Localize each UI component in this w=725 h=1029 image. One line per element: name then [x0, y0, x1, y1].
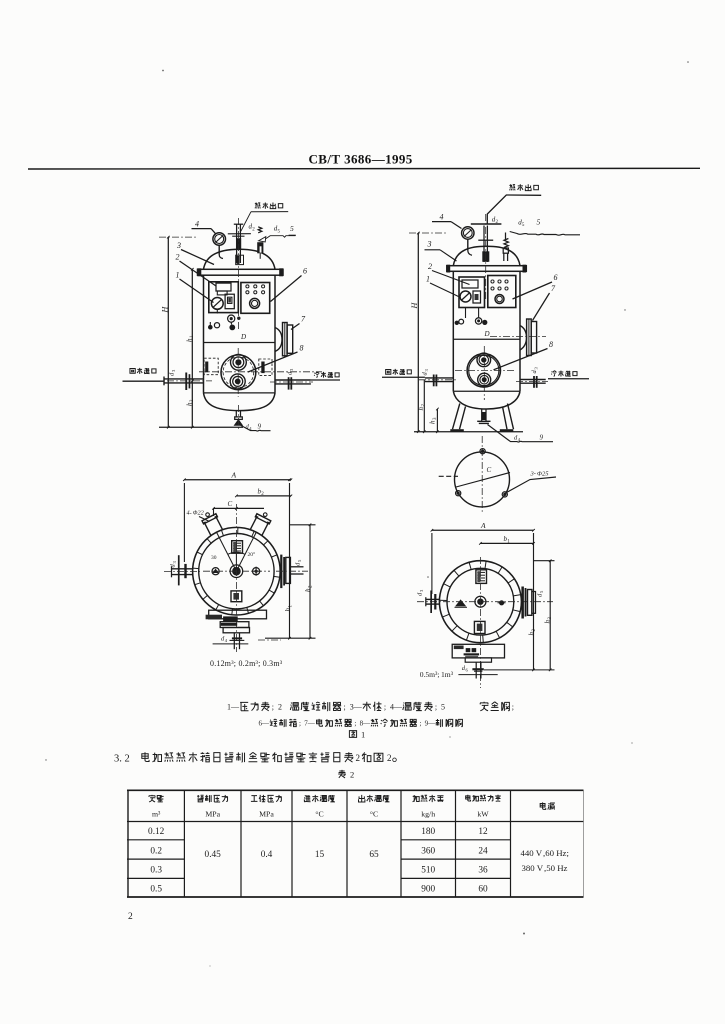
svg-text:510: 510 [421, 866, 435, 876]
svg-text:15: 15 [315, 850, 325, 860]
svg-text:;: ; [512, 703, 514, 712]
svg-text:4: 4 [440, 213, 444, 222]
svg-text:;: ; [354, 720, 356, 728]
svg-text:m³: m³ [152, 810, 161, 819]
svg-text:MPa: MPa [259, 810, 274, 819]
svg-text:30: 30 [211, 555, 217, 561]
svg-text:7—: 7— [304, 720, 316, 728]
svg-text:0.5: 0.5 [150, 885, 162, 895]
svg-text:CB/T 3686—1995: CB/T 3686—1995 [309, 152, 413, 167]
svg-text:A: A [231, 470, 237, 479]
svg-text:36: 36 [478, 866, 488, 876]
svg-text:0.12m³; 0.2m³; 0.3m³: 0.12m³; 0.2m³; 0.3m³ [210, 659, 283, 668]
svg-text:1: 1 [361, 730, 365, 740]
svg-text:9—: 9— [425, 720, 437, 728]
svg-text:;: ; [344, 703, 346, 712]
svg-text:kW: kW [477, 810, 489, 819]
svg-text:8—: 8— [360, 720, 372, 728]
svg-text:4-: 4- [187, 510, 192, 517]
svg-text:2: 2 [278, 703, 282, 712]
svg-text:5: 5 [441, 703, 445, 712]
svg-text:380 V: 380 V [522, 863, 544, 873]
svg-text:6—: 6— [259, 720, 271, 728]
svg-text:2: 2 [428, 262, 432, 271]
svg-text:D: D [484, 330, 490, 338]
svg-text:°C: °C [315, 810, 323, 819]
svg-text:440 V: 440 V [521, 848, 543, 858]
svg-text:360: 360 [421, 846, 435, 856]
svg-text:9: 9 [258, 423, 262, 431]
svg-text:3: 3 [427, 240, 432, 249]
svg-text:3-: 3- [530, 470, 536, 477]
svg-text:2: 2 [356, 753, 361, 763]
svg-text:65: 65 [369, 850, 379, 860]
svg-text:2: 2 [350, 770, 354, 780]
svg-text:3: 3 [176, 241, 181, 250]
svg-text:8: 8 [549, 340, 553, 349]
svg-text:C: C [228, 500, 233, 508]
svg-text:,50 Hz: ,50 Hz [544, 863, 568, 873]
svg-text:1: 1 [176, 271, 180, 280]
svg-text:180: 180 [421, 827, 435, 837]
svg-text:5: 5 [537, 218, 541, 227]
svg-text:;: ; [299, 720, 301, 728]
svg-text:1—: 1— [227, 703, 240, 712]
svg-text:0.4: 0.4 [261, 850, 273, 860]
svg-text:3. 2: 3. 2 [114, 754, 130, 765]
svg-text:;: ; [435, 703, 437, 712]
svg-text:kg/h: kg/h [421, 810, 435, 819]
svg-text:60: 60 [478, 885, 488, 895]
svg-text:8: 8 [300, 344, 304, 353]
svg-text:6: 6 [554, 273, 558, 282]
svg-text:0.12: 0.12 [148, 827, 165, 837]
svg-text:;: ; [384, 703, 386, 712]
svg-text:24: 24 [478, 846, 488, 856]
svg-text:2: 2 [387, 753, 392, 763]
svg-text:0.45: 0.45 [205, 850, 222, 860]
svg-text:3—: 3— [350, 703, 363, 712]
svg-text:MPa: MPa [205, 810, 220, 819]
svg-text:0.3: 0.3 [150, 866, 162, 876]
svg-text:20°: 20° [248, 551, 256, 558]
svg-text:Φ22: Φ22 [193, 510, 204, 517]
svg-text:4—: 4— [390, 703, 403, 712]
svg-text:6: 6 [303, 267, 307, 276]
svg-text:2: 2 [128, 912, 133, 922]
svg-text:Φ25: Φ25 [537, 470, 549, 477]
svg-text:°C: °C [370, 810, 378, 819]
svg-text:9: 9 [540, 434, 544, 442]
svg-text:4: 4 [195, 220, 199, 229]
svg-text:1: 1 [426, 275, 430, 284]
svg-text:,60 Hz;: ,60 Hz; [543, 848, 569, 858]
svg-text:900: 900 [421, 885, 435, 895]
svg-text:;: ; [420, 720, 422, 728]
svg-text:;: ; [272, 703, 274, 712]
svg-text:12: 12 [478, 827, 488, 837]
svg-text:D: D [240, 333, 246, 341]
svg-text:2: 2 [176, 253, 180, 262]
svg-text:5: 5 [290, 224, 294, 233]
svg-text:A: A [480, 521, 486, 530]
svg-text:0.5m³; 1m³: 0.5m³; 1m³ [420, 670, 454, 679]
svg-text:C: C [487, 466, 492, 474]
svg-text:0.2: 0.2 [150, 846, 162, 856]
